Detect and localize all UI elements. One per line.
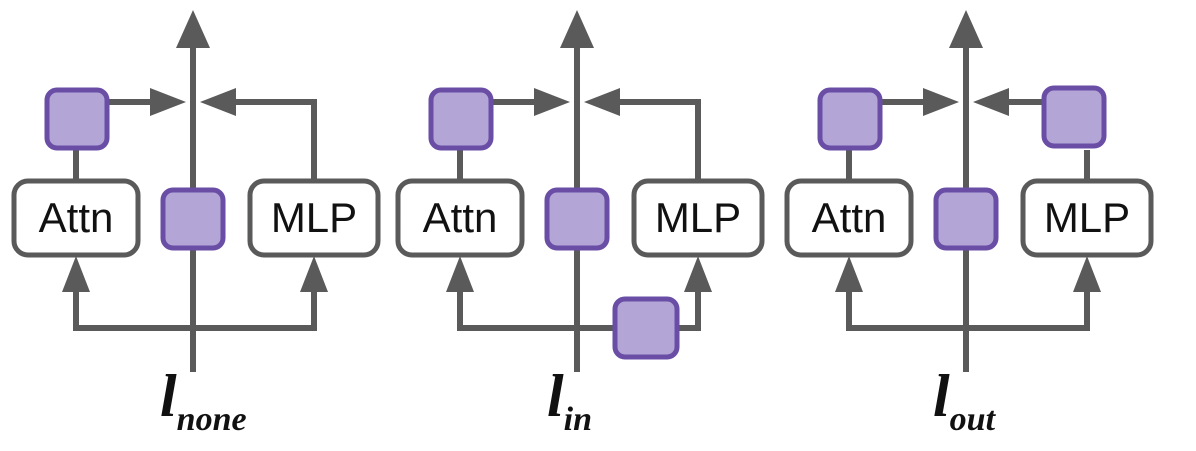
probe-attn-out [44,87,110,151]
probe-mlp-out [1041,85,1107,149]
attn-label: Attn [812,194,887,241]
residual-up-arrow [560,10,594,48]
probe-residual [160,187,226,251]
mlp-out-line [610,99,701,181]
mlp-block [247,178,381,258]
panel-out: Attn MLP lout [784,10,1154,438]
probe-residual [544,187,610,251]
mlp-block [631,178,765,258]
mlp-label: MLP [271,194,357,241]
attn-merge-arrow [534,88,570,116]
caption-none: lnone [160,363,247,438]
probe-residual [933,187,999,251]
mlp-merge-arrow [973,88,1009,116]
caption-in: lin [547,363,592,438]
probe-mlp-in [612,296,680,360]
residual-up-arrow [949,10,983,48]
mlp-input-arrow [300,256,328,292]
mlp-label: MLP [1044,194,1130,241]
caption-out: lout [933,363,997,438]
probe-attn-out [817,87,883,151]
panel-none: Attn MLP lnone [11,10,381,438]
input-branch-line [846,282,1090,331]
input-branch-line [457,282,701,331]
mlp-block [1020,178,1154,258]
attn-merge-arrow [923,88,959,116]
mlp-input-arrow [684,256,712,292]
attn-block [784,178,914,258]
probe-attn-out [428,87,494,151]
attn-label: Attn [39,194,114,241]
attn-block [11,178,141,258]
residual-up-arrow [176,10,210,48]
attn-input-arrow [62,256,90,292]
mlp-label: MLP [655,194,741,241]
mlp-merge-arrow [200,88,236,116]
panel-in: Attn MLP lin [395,10,765,438]
attn-label: Attn [423,194,498,241]
attn-input-arrow [835,256,863,292]
attn-input-arrow [446,256,474,292]
mlp-out-line [226,99,317,181]
attn-block [395,178,525,258]
mlp-merge-arrow [584,88,620,116]
attn-merge-arrow [150,88,186,116]
input-branch-line [73,282,317,331]
mlp-input-arrow [1073,256,1101,292]
